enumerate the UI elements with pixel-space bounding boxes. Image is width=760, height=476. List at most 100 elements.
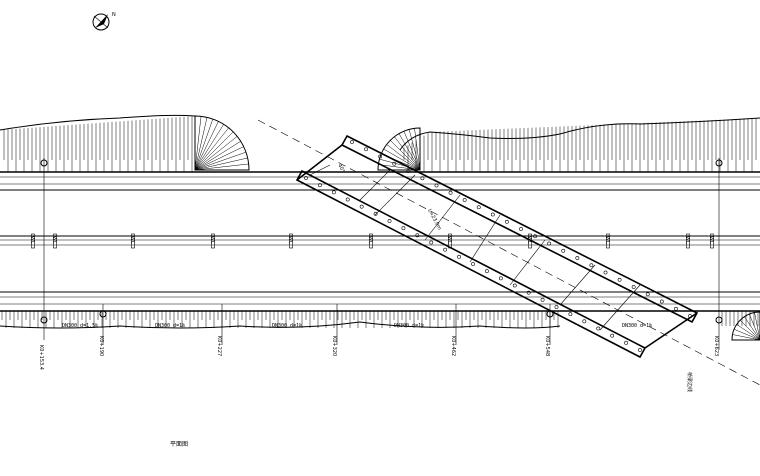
bridge-bolt (485, 269, 489, 274)
hatch-line (194, 131, 234, 171)
bridge-bolt (631, 285, 636, 289)
bridge-bolt (387, 219, 392, 223)
hatch-line (740, 320, 760, 341)
hatch-line (194, 116, 202, 171)
bridge-bolt (443, 247, 448, 252)
bridge-bolt (457, 254, 461, 259)
road-edges-top (0, 171, 760, 191)
hatch-line (194, 121, 219, 171)
upper-slope-right (399, 117, 760, 151)
station-line-left (40, 158, 48, 340)
bridge-bolt (406, 169, 411, 173)
slope-fan-mid (377, 127, 421, 171)
north-letter: N (112, 12, 116, 18)
wl-mark-box (369, 233, 373, 249)
bridge-bolt (547, 241, 552, 246)
plan-title: 平面图 (170, 441, 188, 448)
bridge-bolt (596, 326, 601, 331)
bridge-bolt (498, 276, 503, 281)
wl-mark-text: WL (51, 236, 57, 244)
wl-mark-box (528, 233, 532, 249)
hatch-line (744, 316, 760, 341)
pipe-label-2: DN300 d=1‰ (155, 323, 186, 329)
hatch-line (194, 163, 249, 171)
hatch-line (736, 324, 760, 341)
bridge-bolt (476, 205, 481, 210)
pipe-label-3: DN300 d=1‰ (272, 323, 303, 329)
hatch-line (379, 158, 421, 171)
wl-mark-text: WL (684, 236, 690, 244)
wl-mark-box (606, 233, 610, 249)
hatch-line (390, 140, 421, 171)
skew-bridge (295, 134, 699, 359)
wl-mark-box (710, 233, 714, 249)
bridge-bolt (378, 154, 383, 159)
bridge-bolt (526, 290, 531, 295)
station-label-4: K0+320 (331, 336, 337, 356)
bridge-bolt (638, 348, 642, 352)
hatch-line (194, 127, 229, 171)
pipe-label-4: DN300 d=1‰ (394, 323, 425, 329)
slope-fan-left (194, 115, 250, 171)
wl-mark-text: WL (446, 236, 452, 244)
bridge-edge-note: 桥梁边线 (686, 372, 693, 392)
station-label-2: K0+190 (98, 336, 104, 356)
north-arrow-icon (92, 13, 110, 31)
lower-slope-hatch (1, 311, 760, 341)
bridge-bolt (645, 292, 650, 297)
hatch-line (754, 312, 760, 341)
bridge-bolt (554, 305, 559, 309)
station-lines-middle (99, 304, 554, 345)
bridge-bolt (359, 204, 364, 209)
bridge-bolt (415, 233, 420, 238)
bridge-bolt (589, 263, 594, 268)
bridge-bolt (434, 183, 439, 188)
station-label-3: K0+227 (216, 336, 222, 356)
hatch-line (194, 146, 244, 171)
bridge-bolt (582, 319, 587, 324)
bridge-bolt (610, 333, 615, 338)
wl-mark-box (31, 233, 35, 249)
hatch-line (408, 129, 421, 171)
station-line-right (715, 158, 723, 350)
hatch-line (194, 151, 247, 171)
station-label-1: K0+153.4 (38, 345, 44, 370)
bridge-bolt (533, 234, 537, 239)
hatch-line (194, 157, 248, 171)
bridge-bolt (364, 147, 368, 152)
bridge-bolt (617, 277, 622, 282)
bridge-bolt (429, 240, 434, 245)
wl-mark-box (448, 233, 452, 249)
station-label-5: K0+462 (450, 336, 456, 356)
hatch-line (414, 128, 421, 171)
bridge-bolt (318, 183, 322, 188)
wl-mark-text: WL (367, 236, 373, 244)
bridge-bolt (505, 219, 509, 224)
pipe-label-1: DN300 d=1.5‰ (62, 323, 99, 329)
wl-mark-text: WL (604, 236, 610, 244)
upper-slope-hatch-right (403, 118, 757, 172)
hatch-line (386, 144, 421, 171)
wl-mark-box (289, 233, 293, 249)
wl-mark-text: WL (708, 236, 714, 244)
bridge-bolt (345, 197, 350, 202)
bridge-bolt (519, 227, 523, 231)
wl-mark-text: WL (287, 236, 293, 244)
hatch-line (194, 141, 241, 171)
hatch-line (734, 329, 760, 341)
hatch-line (194, 124, 224, 171)
hatch-line (194, 118, 214, 171)
station-label-7: K0+623 (713, 336, 719, 356)
bridge-bolt (392, 161, 397, 166)
bridge-bolt (471, 262, 475, 266)
wl-mark-text: WL (526, 236, 532, 244)
crossing-dashed-centerline (257, 119, 760, 386)
wl-mark-text: WL (29, 236, 35, 244)
hatch-line (194, 136, 238, 171)
bridge-bolt (401, 226, 406, 231)
hatch-line (383, 148, 421, 171)
bridge-bolt (561, 248, 566, 253)
upper-slope-hatch-left (3, 116, 193, 172)
